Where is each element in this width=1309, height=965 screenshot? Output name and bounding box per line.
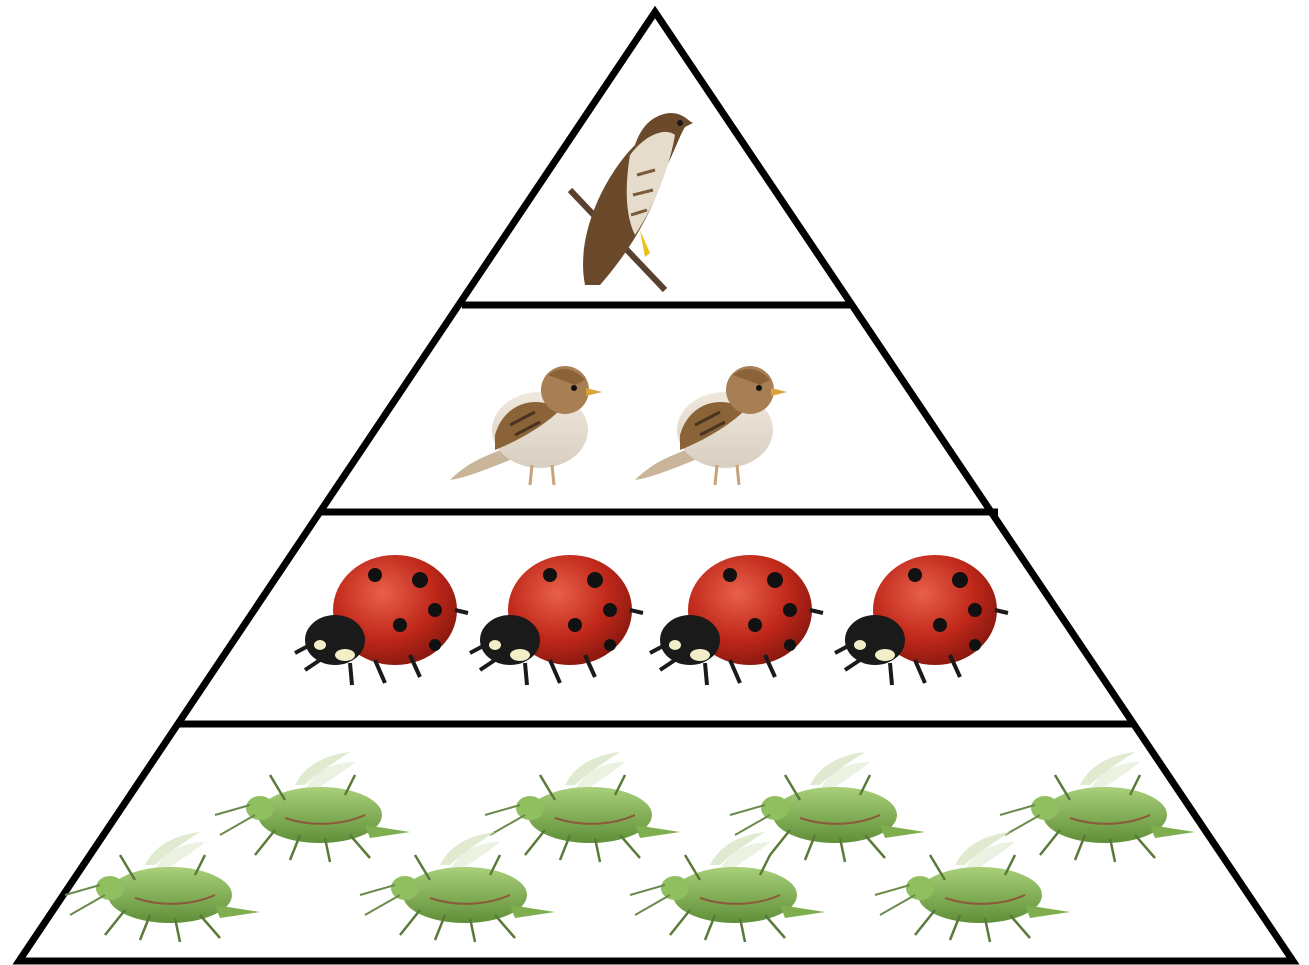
- food-pyramid-diagram: [0, 0, 1309, 965]
